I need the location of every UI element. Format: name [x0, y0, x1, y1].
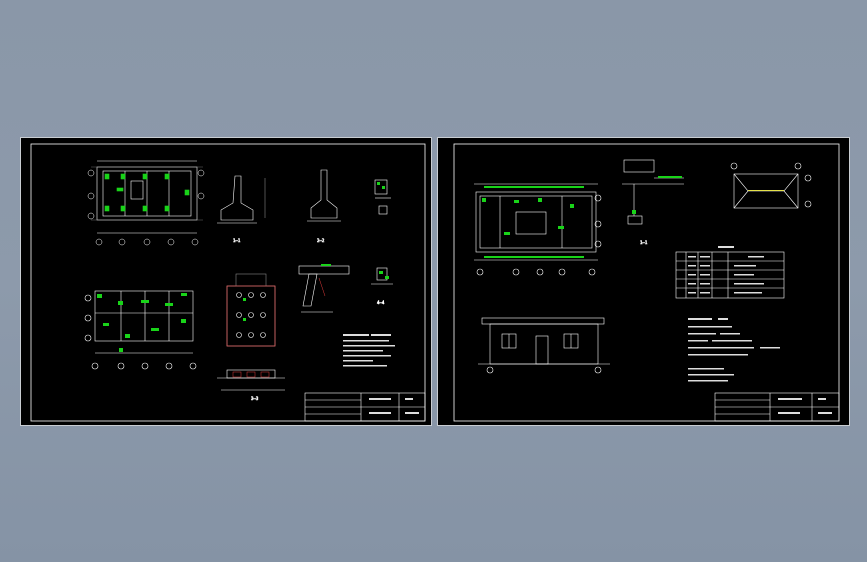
front-elevation [478, 317, 610, 374]
floor-plan-right [474, 183, 602, 276]
column-base-green [243, 298, 246, 321]
detail-small-2: 4—4 [371, 267, 393, 305]
drawing-right-canvas: 1—1 [453, 143, 840, 422]
cantilever-detail [298, 265, 350, 313]
plan-bottom-green-marks [97, 293, 187, 352]
roof-plan-yellow [748, 190, 784, 191]
inner-border [30, 143, 426, 422]
floor-plan-right-green [482, 186, 584, 258]
plan-top-green-marks [104, 173, 190, 212]
title-block-left [304, 392, 426, 422]
foundation-plan-top [91, 160, 203, 234]
drawing-left-canvas: 1—1 2—2 4—4 [30, 143, 426, 422]
title-block-left-text [369, 398, 419, 414]
plan-top-axis-bubbles [87, 169, 205, 246]
column-base-plan [226, 273, 276, 347]
roof-plan [730, 162, 812, 209]
section-detail-1: 1—1 [217, 175, 266, 243]
detail-small-1-green [377, 182, 385, 189]
section-2-label: 2—2 [317, 238, 325, 243]
drawing-sheet-left: 1—1 2—2 4—4 [20, 137, 432, 426]
detail-small-2-green [379, 271, 389, 279]
title-block-right [714, 392, 840, 422]
section-3-label: 3—3 [251, 396, 259, 401]
section-3-red [232, 371, 270, 378]
notes-block [343, 334, 395, 367]
section-4-label: 4—4 [377, 300, 385, 305]
section-right-1: 1—1 [622, 159, 684, 245]
schedule-table-text [688, 246, 764, 294]
section-detail-3: 3—3 [217, 369, 285, 401]
drawing-sheet-right: 1—1 [437, 137, 850, 426]
section-right-1-green [632, 176, 682, 214]
cantilever-red [318, 277, 326, 297]
title-block-right-text [778, 398, 832, 414]
foundation-plan-bottom [84, 290, 197, 370]
notes-block-right [688, 318, 780, 382]
cantilever-green [321, 264, 331, 266]
detail-small-1 [374, 179, 391, 215]
inner-border-right [453, 143, 840, 422]
section-1-label: 1—1 [233, 238, 241, 243]
section-right-1-label: 1—1 [640, 240, 648, 245]
section-detail-2: 2—2 [307, 169, 341, 243]
column-base-red-outline [226, 285, 276, 347]
schedule-table [675, 251, 785, 299]
